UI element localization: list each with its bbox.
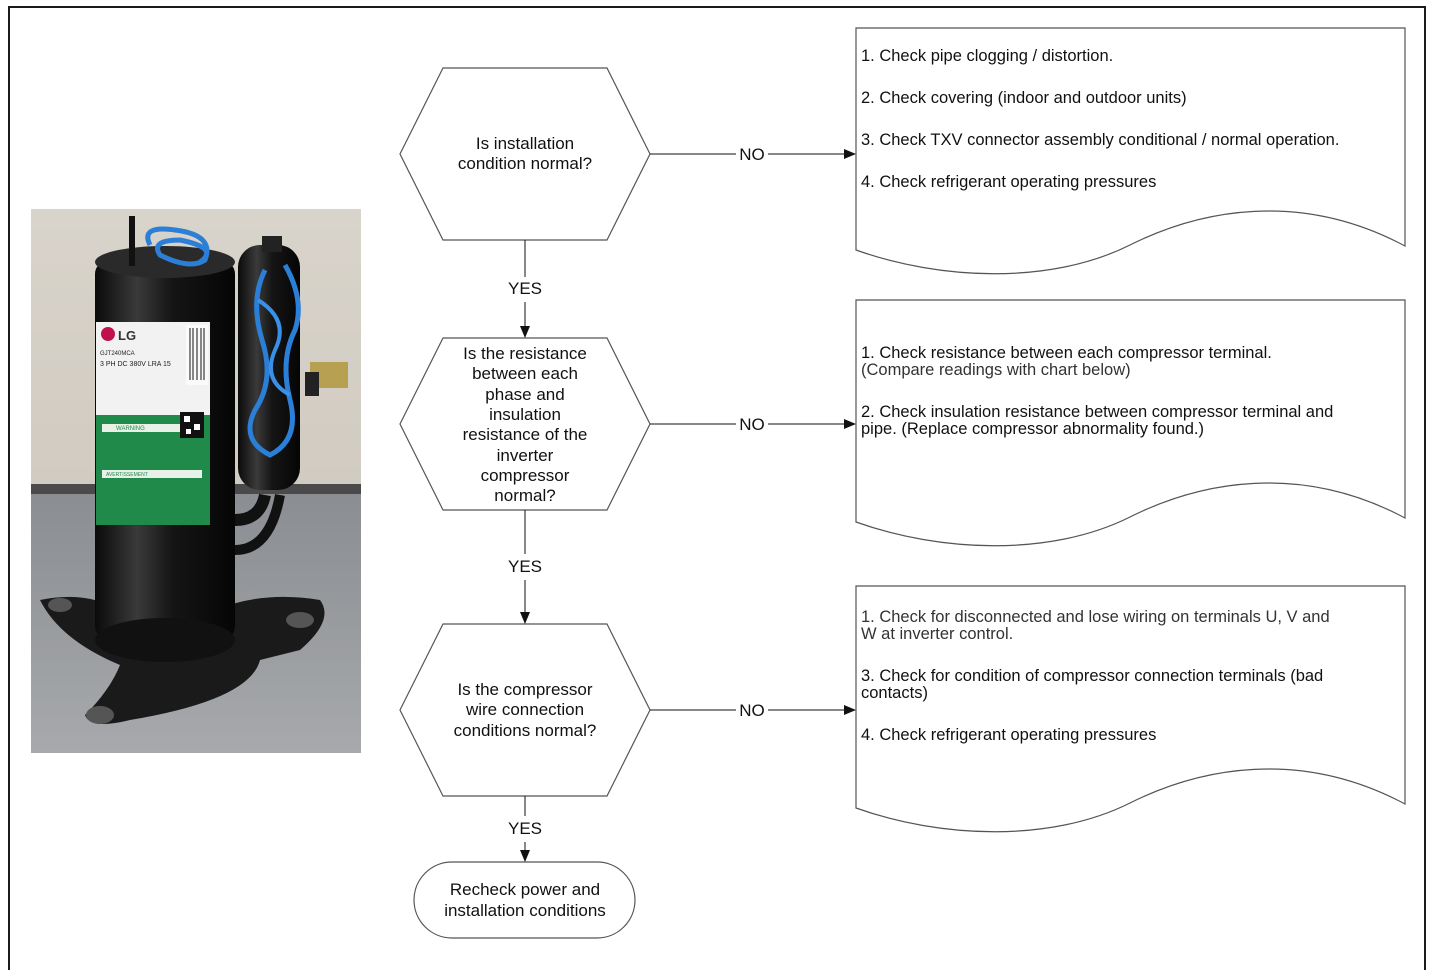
terminal-recheck-line1: Recheck power and (450, 880, 600, 899)
photo-label-warning: WARNING (116, 426, 145, 432)
photo-label-model: GJT240MCA (100, 351, 135, 357)
note-wiring-3: 4. Check refrigerant operating pressures (861, 726, 1157, 744)
decision-resistance-line7: compressor (481, 466, 570, 485)
no-label-1: NO (739, 145, 765, 164)
notes-wiring: 1. Check for disconnected and lose wirin… (861, 609, 1401, 759)
decision-resistance-line6: inverter (497, 446, 554, 465)
note-resistance-2b: pipe. (Replace compressor abnormality fo… (861, 420, 1204, 438)
decision-resistance-line4: insulation (489, 405, 561, 424)
notes-resistance: 1. Check resistance between each compres… (861, 345, 1401, 455)
action-doc-installation (855, 27, 1406, 275)
yes-label-1: YES (508, 279, 542, 298)
photo-label-rating: 3 PH DC 380V LRA 15 (100, 361, 171, 368)
note-installation-2: 2. Check covering (indoor and outdoor un… (861, 89, 1187, 107)
yes-label-3: YES (508, 819, 542, 838)
decision-resistance-line2: between each (472, 364, 578, 383)
action-doc-resistance (855, 299, 1406, 547)
terminal-recheck (413, 861, 636, 939)
decision-resistance-line1: Is the resistance (463, 344, 587, 363)
decision-wire-line2: wire connection (465, 700, 584, 719)
note-wiring-1a: 1. Check for disconnected and lose wirin… (861, 608, 1330, 626)
yes-label-2: YES (508, 557, 542, 576)
qr-code (180, 412, 204, 438)
note-resistance-1: 1. Check resistance between each compres… (861, 344, 1272, 362)
note-resistance-1-sub: (Compare readings with chart below) (861, 361, 1131, 379)
decision-wire-line1: Is the compressor (457, 680, 592, 699)
terminal-recheck-line2: installation conditions (444, 901, 606, 920)
page-frame (8, 6, 1426, 970)
note-resistance-2a: 2. Check insulation resistance between c… (861, 403, 1334, 421)
note-installation-4: 4. Check refrigerant operating pressures (861, 173, 1157, 191)
decision-resistance-line8: normal? (494, 486, 555, 505)
note-wiring-2a: 3. Check for condition of compressor con… (861, 667, 1324, 685)
note-installation-3: 3. Check TXV connector assembly conditio… (861, 131, 1340, 149)
decision-installation-line1: Is installation (476, 134, 574, 153)
decision-resistance-line3: phase and (485, 385, 564, 404)
photo-label-logo: LG (118, 328, 136, 343)
decision-installation-line2: condition normal? (458, 154, 592, 173)
no-label-2: NO (739, 415, 765, 434)
compressor-photo: LG GJT240MCA 3 PH DC 380V LRA 15 WARNING… (31, 209, 361, 753)
note-wiring-1b: W at inverter control. (861, 625, 1014, 643)
photo-label-warning-fr: AVERTISSEMENT (106, 472, 148, 478)
no-label-3: NO (739, 701, 765, 720)
decision-wire-line3: conditions normal? (454, 721, 597, 740)
note-installation-1: 1. Check pipe clogging / distortion. (861, 47, 1114, 65)
decision-resistance-line5: resistance of the (463, 425, 588, 444)
action-doc-wiring (855, 585, 1406, 833)
note-wiring-2b: contacts) (861, 684, 928, 702)
notes-installation: 1. Check pipe clogging / distortion. 2. … (861, 48, 1401, 238)
